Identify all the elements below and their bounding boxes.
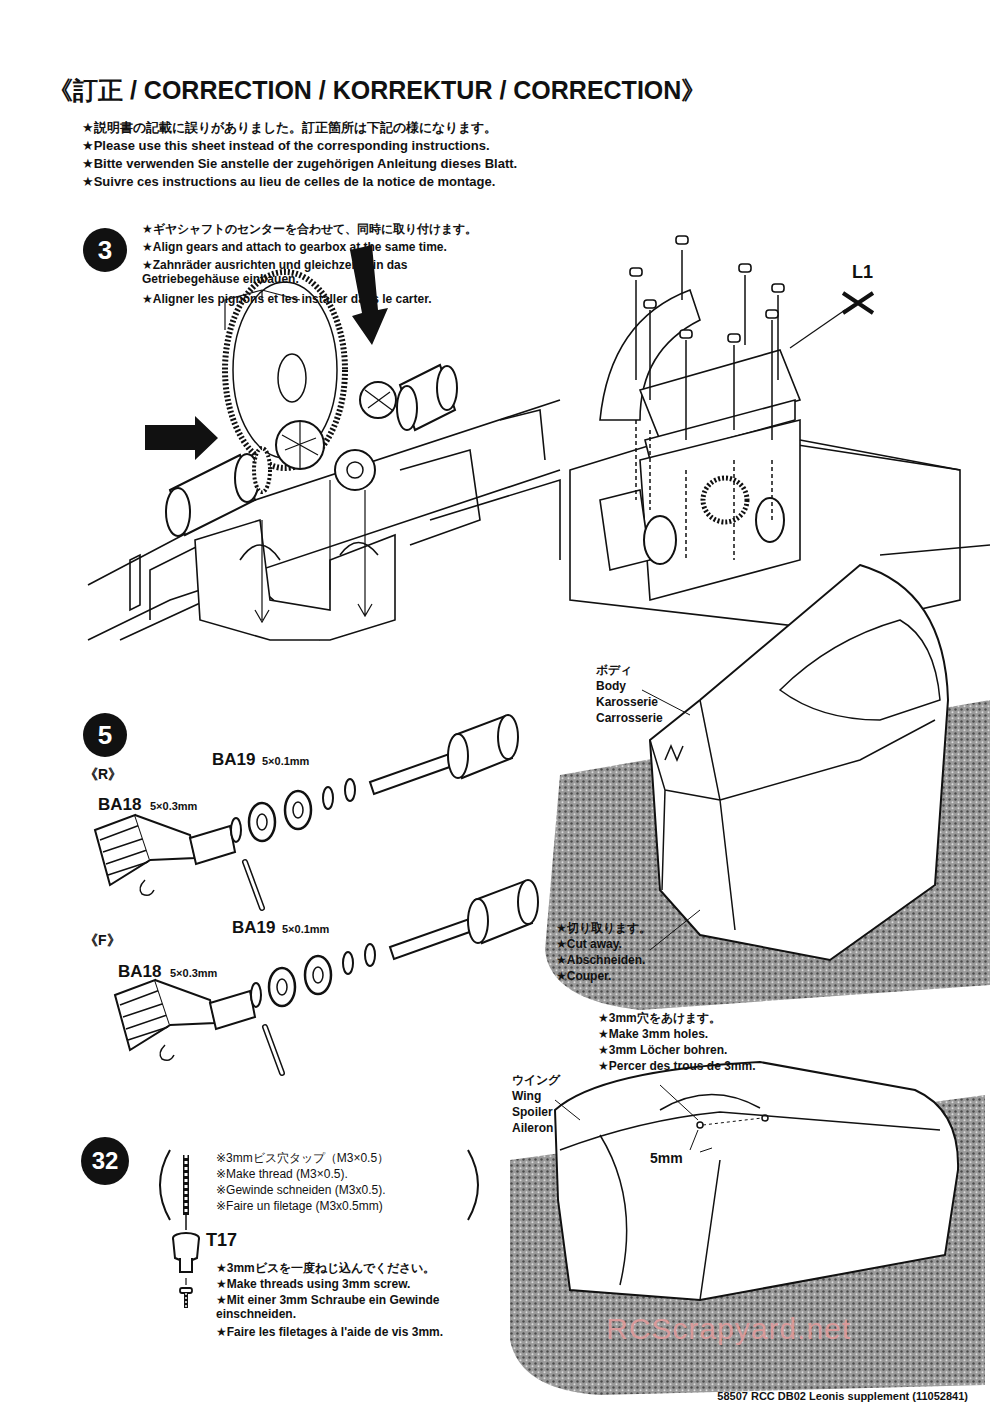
dimension: 5×0.3mm xyxy=(170,967,217,980)
note-text: ★Bitte verwenden Sie anstelle der zugehö… xyxy=(82,157,517,172)
instruction-text: ★3mm Löcher bohren. xyxy=(598,1044,727,1058)
note-text: ★説明書の記載に誤りがありました。訂正箇所は下記の様になります。 xyxy=(82,121,497,136)
note-text: ★Please use this sheet instead of the co… xyxy=(82,139,490,154)
note-text: ★Suivre ces instructions au lieu de cell… xyxy=(82,175,495,190)
part-name: Carrosserie xyxy=(596,712,663,726)
part-name: Aileron xyxy=(512,1122,553,1136)
part-label: BA19 xyxy=(232,918,275,938)
part-name: Body xyxy=(596,680,626,694)
step-number-text: 32 xyxy=(92,1147,119,1175)
instruction-text: ★Faire les filetages à l'aide de vis 3mm… xyxy=(216,1326,443,1340)
step-number: 5 xyxy=(83,713,127,757)
sheet-title: 《訂正 / CORRECTION / KORREKTUR / CORRECTIO… xyxy=(48,76,706,105)
part-label: BA18 xyxy=(98,795,141,815)
part-name: Spoiler xyxy=(512,1106,553,1120)
step-number-text: 5 xyxy=(98,720,112,751)
dimension: 5mm xyxy=(650,1150,683,1166)
part-name: ウイング xyxy=(512,1074,560,1088)
instruction-text: ★Aligner les pignons et les installer da… xyxy=(142,293,432,307)
note-text: ※Faire un filetage (M3x0.5mm) xyxy=(216,1200,383,1214)
watermark: RCScrapyard.net xyxy=(606,1312,851,1347)
part-name: ボディ xyxy=(596,664,632,678)
step-number: 3 xyxy=(83,228,127,272)
step-number-text: 3 xyxy=(98,235,112,266)
instruction-text: ★Zahnräder ausrichten und gleichzeitig i… xyxy=(142,259,472,287)
part-label: BA19 xyxy=(212,750,255,770)
instruction-text: ★Percer des trous de 3mm. xyxy=(598,1060,756,1074)
instruction-text: ★切り取ります。 xyxy=(556,922,651,936)
instruction-text: ★Abschneiden. xyxy=(556,954,645,968)
part-label: T17 xyxy=(206,1230,237,1251)
instruction-text: ★ギヤシャフトのセンターを合わせて、同時に取り付けます。 xyxy=(142,223,477,237)
part-label: BA18 xyxy=(118,962,161,982)
instruction-text: ★Mit einer 3mm Schraube ein Gewinde eins… xyxy=(216,1294,466,1322)
instruction-text: ★Couper. xyxy=(556,970,611,984)
part-name: Wing xyxy=(512,1090,541,1104)
side-label: 《R》 xyxy=(84,766,122,782)
note-text: ※Make thread (M3×0.5). xyxy=(216,1168,348,1182)
dimension: 5×0.1mm xyxy=(282,923,329,936)
note-text: ※Gewinde schneiden (M3x0.5). xyxy=(216,1184,385,1198)
instruction-text: ★3mmビスを一度ねじ込んでください。 xyxy=(216,1262,435,1276)
step-number: 32 xyxy=(81,1137,129,1185)
part-label: L1 xyxy=(852,262,873,283)
dimension: 5×0.1mm xyxy=(262,755,309,768)
instruction-text: ★Cut away. xyxy=(556,938,622,952)
instruction-text: ★Make threads using 3mm screw. xyxy=(216,1278,410,1292)
side-label: 《F》 xyxy=(84,932,121,948)
instruction-text: ★Align gears and attach to gearbox at th… xyxy=(142,241,447,255)
part-name: Karosserie xyxy=(596,696,658,710)
instruction-text: ★Make 3mm holes. xyxy=(598,1028,708,1042)
instruction-text: ★3mm穴をあけます。 xyxy=(598,1012,721,1026)
footer-caption: 58507 RCC DB02 Leonis supplement (110528… xyxy=(717,1390,968,1403)
note-text: ※3mmビス穴タップ（M3×0.5） xyxy=(216,1152,389,1166)
dimension: 5×0.3mm xyxy=(150,800,197,813)
